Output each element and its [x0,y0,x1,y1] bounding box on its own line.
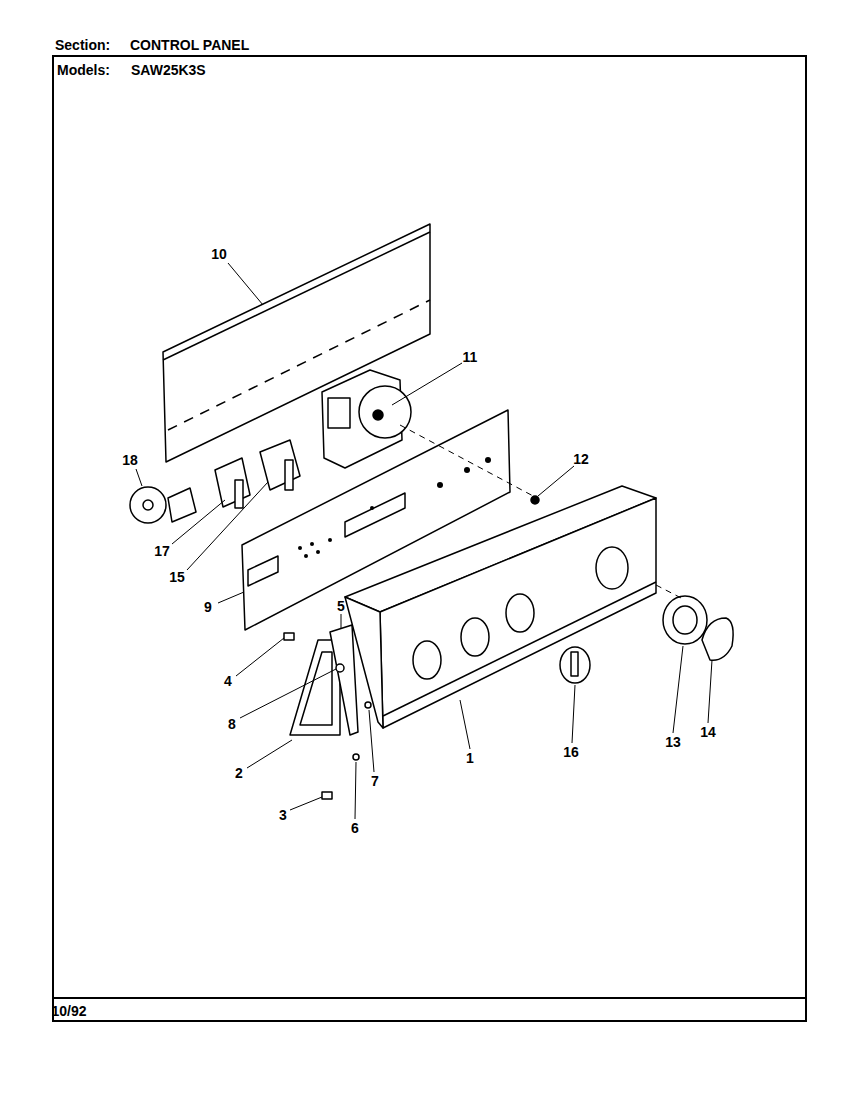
callout-number: 14 [700,725,716,739]
knob-hole [596,547,628,589]
callout-number: 10 [211,247,227,261]
selector-knob-grip [571,652,578,676]
knob-hole [413,641,441,679]
nut [531,496,539,504]
knob-hole [461,618,489,656]
timer-motor [328,398,350,428]
pressure-switch-hub [143,500,153,510]
selector-switch [260,440,300,490]
rear-panel [163,224,430,462]
pressure-switch [130,487,166,523]
console-slot [345,493,405,537]
callout-number: 15 [169,570,185,584]
page-frame [53,56,806,1021]
trim-strip [330,625,358,735]
callout-number: 2 [235,766,243,780]
front-console-trim [383,582,656,716]
dial-skirt [663,596,707,644]
selector-switch [215,458,250,507]
leader-lines [136,263,712,819]
callout-number: 7 [371,774,379,788]
header-text: CONTROL PANEL [130,38,249,52]
selector-knob [560,647,590,683]
callout-number: 3 [279,808,287,822]
callout-number: 6 [351,821,359,835]
pressure-switch-bracket [168,488,196,522]
callout-number: 17 [154,544,170,558]
callout-number: 16 [563,745,579,759]
console-slot [248,556,278,586]
selector-switch-tab [235,480,243,508]
footer-rule [53,997,806,999]
callout-number: 4 [224,674,232,688]
callout-number: 12 [573,452,589,466]
selector-switch-tab [285,460,293,490]
dial-skirt-center [673,606,697,634]
knob-hole [506,594,534,632]
front-console-face [380,498,656,728]
callout-number: 8 [228,717,236,731]
clip [284,633,294,640]
rear-panel-fold [163,232,430,360]
callout-number: 9 [204,600,212,614]
callout-number: 5 [337,599,345,613]
timer-shaft [373,410,383,420]
callout-number: 18 [122,453,138,467]
header-text: Models: [57,63,110,77]
bracket-pin [336,664,344,672]
screw [353,754,359,760]
clip [322,792,332,799]
end-cap [290,640,340,735]
callout-number: 13 [665,735,681,749]
callout-number: 1 [466,751,474,765]
screw [365,702,371,708]
header-text: Section: [55,38,110,52]
header-text: SAW25K3S [131,63,206,77]
header-text: 10/92 [51,1004,86,1018]
timer-knob [702,618,733,660]
callout-number: 11 [463,350,478,364]
timer-dial [359,386,411,438]
